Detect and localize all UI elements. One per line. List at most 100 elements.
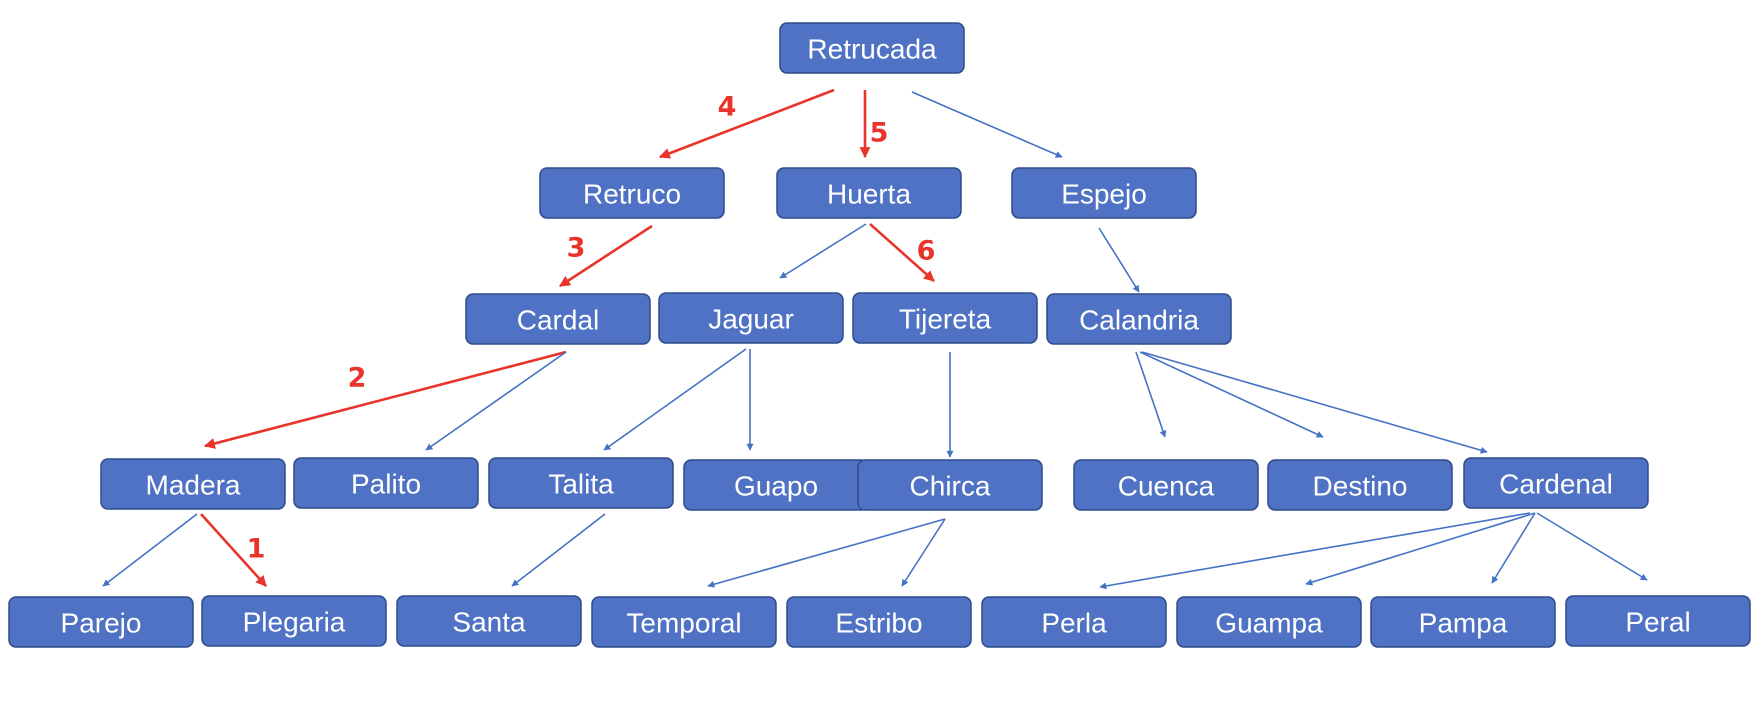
node-box [591,596,777,648]
edge-huerta-to-jaguar-arrow [779,223,867,279]
edge-calandria-to-cuenca-arrow [1135,351,1167,438]
edge-huerta-to-tijereta-path-arrow [869,223,935,282]
step-label-5: 5 [870,118,889,149]
node-box [465,293,651,345]
node-retrucada: Retrucada [779,22,965,74]
node-label: Madera [146,470,241,501]
node-box [658,292,844,344]
node-label: Calandria [1079,305,1199,336]
edge-cardal-to-madera-path-arrow [203,350,567,449]
node-santa: Santa [396,595,582,647]
node-box [1565,595,1751,647]
step-label-3: 3 [567,233,586,264]
node-box [1370,596,1556,648]
node-box [488,457,674,509]
node-box [786,596,972,648]
node-label: Cardenal [1499,469,1613,500]
edges-layer [102,88,1648,590]
node-label: Pampa [1419,608,1508,639]
node-box [1267,459,1453,511]
step-label-6: 6 [917,236,936,267]
step-label-1: 1 [247,534,266,565]
node-label: Palito [351,469,421,500]
node-madera: Madera [100,458,286,510]
node-box [1011,167,1197,219]
edge-cardenal-to-guampa-arrow [1305,512,1536,586]
step-label-4: 4 [718,92,737,123]
edge-cardenal-to-pampa-arrow [1491,512,1536,584]
node-guapo: Guapo [683,459,869,511]
node-label: Cardal [517,305,599,336]
node-palito: Palito [293,457,479,509]
step-label-2: 2 [348,363,367,394]
node-label: Peral [1625,607,1690,638]
node-label: Parejo [61,608,142,639]
node-box [776,167,962,219]
node-label: Guapo [734,471,818,502]
node-plegaria: Plegaria [201,595,387,647]
node-label: Retruco [583,179,681,210]
node-box [779,22,965,74]
node-label: Jaguar [708,304,794,335]
edge-cardal-to-palito-arrow [425,351,567,451]
node-box [539,167,725,219]
node-parejo: Parejo [8,596,194,648]
edge-retrucada-to-espejo-arrow [911,91,1063,158]
node-retruco: Retruco [539,167,725,219]
node-label: Santa [452,607,526,638]
node-label: Chirca [910,471,991,502]
node-cuenca: Cuenca [1073,459,1259,511]
node-label: Temporal [626,608,741,639]
edge-jaguar-to-talita-arrow [603,348,747,451]
edge-madera-to-parejo-arrow [102,513,198,587]
edge-cardenal-to-perla-arrow [1099,512,1531,590]
step-labels-layer: 4 5 3 6 2 1 [247,92,936,565]
node-label: Tijereta [899,304,992,335]
edge-calandria-to-destino-arrow [1139,351,1324,438]
node-box [1176,596,1362,648]
node-cardenal: Cardenal [1463,457,1649,509]
node-label: Cuenca [1118,471,1215,502]
node-perla: Perla [981,596,1167,648]
node-tijereta: Tijereta [852,292,1038,344]
node-box [857,459,1043,511]
edge-calandria-to-cardenal-arrow [1141,351,1488,454]
node-calandria: Calandria [1046,293,1232,345]
node-box [852,292,1038,344]
edge-chirca-to-estribo-arrow [901,518,946,587]
node-pampa: Pampa [1370,596,1556,648]
node-espejo: Espejo [1011,167,1197,219]
node-temporal: Temporal [591,596,777,648]
node-box [100,458,286,510]
node-label: Plegaria [243,607,346,638]
node-cardal: Cardal [465,293,651,345]
node-box [1073,459,1259,511]
node-box [1463,457,1649,509]
node-chirca: Chirca [857,459,1043,511]
edge-espejo-to-calandria-arrow [1098,227,1140,293]
node-box [396,595,582,647]
edge-madera-to-plegaria-path-arrow [200,513,267,587]
node-huerta: Huerta [776,167,962,219]
node-destino: Destino [1267,459,1453,511]
edge-talita-to-santa-arrow [511,513,606,587]
node-box [981,596,1167,648]
edge-chirca-to-temporal-arrow [707,518,946,588]
edge-retrucada-to-retruco-path-arrow [658,88,835,159]
node-box [1046,293,1232,345]
node-guampa: Guampa [1176,596,1362,648]
node-label: Estribo [835,608,922,639]
node-box [8,596,194,648]
node-label: Retrucada [807,34,937,65]
edge-retruco-to-cardal-path-arrow [559,224,653,288]
node-label: Espejo [1061,179,1147,210]
node-box [201,595,387,647]
node-jaguar: Jaguar [658,292,844,344]
node-label: Guampa [1215,608,1323,639]
node-label: Destino [1313,471,1408,502]
node-label: Huerta [827,179,911,210]
node-talita: Talita [488,457,674,509]
node-estribo: Estribo [786,596,972,648]
